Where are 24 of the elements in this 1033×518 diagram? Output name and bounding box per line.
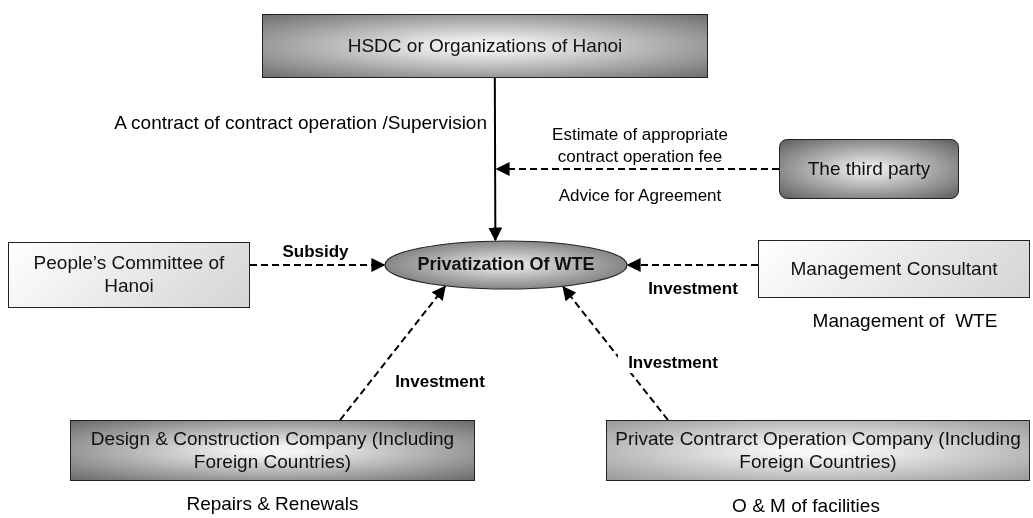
- node-label: People’s Committee of Hanoi: [32, 252, 226, 298]
- party-box: [779, 139, 959, 199]
- committee-box: [8, 242, 250, 308]
- central-ellipse: [384, 240, 628, 290]
- arrow: [249, 258, 386, 272]
- organization-box: [262, 14, 708, 78]
- arrow: [562, 285, 669, 421]
- node-caption: Management of WTE: [811, 310, 999, 332]
- node-label: Design & Construction Company (Including Foreign Countries): [89, 427, 456, 474]
- arrow: [495, 162, 780, 176]
- arrow: [626, 258, 759, 272]
- company-box: [70, 420, 475, 481]
- consultant-box: [758, 240, 1030, 298]
- arrow: [488, 77, 503, 242]
- company-box: [606, 420, 1030, 481]
- node-label: Privatization Of WTE: [417, 254, 595, 276]
- node-label: The third party: [807, 157, 931, 181]
- arrow: [339, 285, 446, 421]
- node-label: Private Contrarct Operation Company (Including Foreign Countries): [614, 427, 1022, 474]
- note-text: Advice for Agreement: [557, 186, 723, 206]
- node-label: HSDC or Organizations of Hanoi: [347, 34, 623, 58]
- node-caption: Repairs & Renewals: [185, 493, 360, 515]
- node-caption: O & M of facilities: [731, 495, 881, 517]
- node-label: Management Consultant: [790, 257, 998, 281]
